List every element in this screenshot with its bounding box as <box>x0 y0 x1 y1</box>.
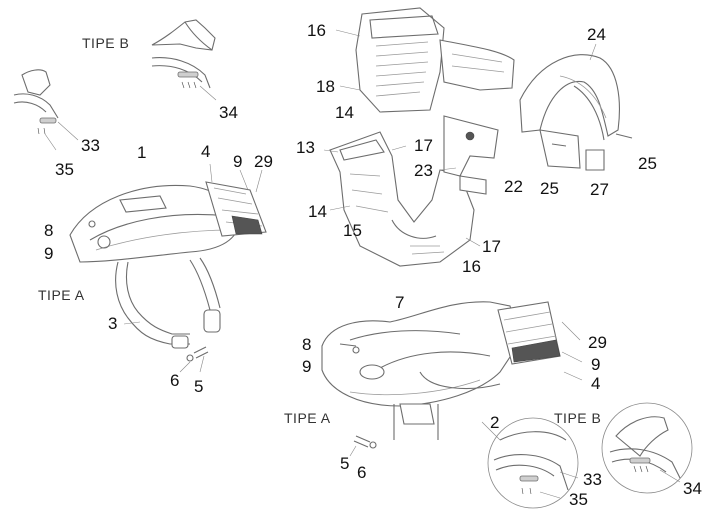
part-15-inner-shield <box>323 131 481 267</box>
tipe-a-label-left: TIPE A <box>38 287 85 303</box>
callout-33-bottom: 33 <box>583 470 602 489</box>
callout-25-b: 25 <box>540 179 559 198</box>
callout-22: 22 <box>504 177 523 196</box>
callout-15: 15 <box>343 221 362 240</box>
callout-35-bottom: 35 <box>569 490 588 509</box>
callout-14-a: 14 <box>335 103 354 122</box>
tipe-b-detail-top <box>151 19 217 101</box>
part-22-bracket <box>439 115 499 195</box>
part-3-pipe <box>115 257 221 349</box>
callout-7: 7 <box>395 293 405 312</box>
tipe-a-detail-circle <box>481 417 579 509</box>
tipe-b-label-bottom: TIPE B <box>554 410 602 426</box>
callout-13: 13 <box>296 138 315 157</box>
callout-27: 27 <box>590 180 609 199</box>
callout-6-left: 6 <box>170 371 180 390</box>
tipe-a-label-bottom: TIPE A <box>284 410 331 426</box>
tipe-b-label-top: TIPE B <box>82 35 130 51</box>
part-18-headset-cover <box>335 7 515 113</box>
callout-16-bottom: 16 <box>462 257 481 276</box>
callout-4-bottom: 4 <box>591 374 601 393</box>
callout-9-top: 9 <box>233 152 243 171</box>
callout-24: 24 <box>587 25 606 44</box>
callout-16-top: 16 <box>307 21 326 40</box>
callout-17-a: 17 <box>414 136 433 155</box>
part-4-plate-top <box>205 163 267 237</box>
callout-6-bottom: 6 <box>357 463 367 482</box>
callout-9-bottom-left: 9 <box>302 357 312 376</box>
tipe-b-detail-circle <box>601 402 693 494</box>
screw-5-6-bottom <box>349 435 377 457</box>
part-7-body <box>321 301 521 440</box>
callout-23: 23 <box>414 161 433 180</box>
callout-3: 3 <box>108 314 118 333</box>
screw-5-6-left <box>179 346 209 373</box>
callout-9-bottom-right: 9 <box>591 355 601 374</box>
part-4-plate-bottom <box>497 301 583 381</box>
callout-2: 2 <box>490 413 500 432</box>
callout-9-left: 9 <box>44 244 54 263</box>
callout-1: 1 <box>137 143 147 162</box>
callout-29-bottom: 29 <box>588 333 607 352</box>
part-24-mudguard <box>519 43 633 171</box>
callout-5-left: 5 <box>194 377 204 396</box>
callout-34-bottom: 34 <box>683 479 702 498</box>
tipe-b-detail-left <box>13 69 79 151</box>
callout-17-b: 17 <box>482 237 501 256</box>
callout-29-top: 29 <box>254 152 273 171</box>
callout-14-b: 14 <box>308 202 327 221</box>
callout-34-top: 34 <box>219 103 238 122</box>
callout-18: 18 <box>316 77 335 96</box>
callout-35-top: 35 <box>55 160 74 179</box>
callout-8-left: 8 <box>44 221 54 240</box>
callout-8-bottom: 8 <box>302 335 312 354</box>
callout-33-top: 33 <box>81 136 100 155</box>
callout-4-top: 4 <box>201 142 211 161</box>
callout-5-bottom: 5 <box>340 454 350 473</box>
callout-25-a: 25 <box>638 154 657 173</box>
